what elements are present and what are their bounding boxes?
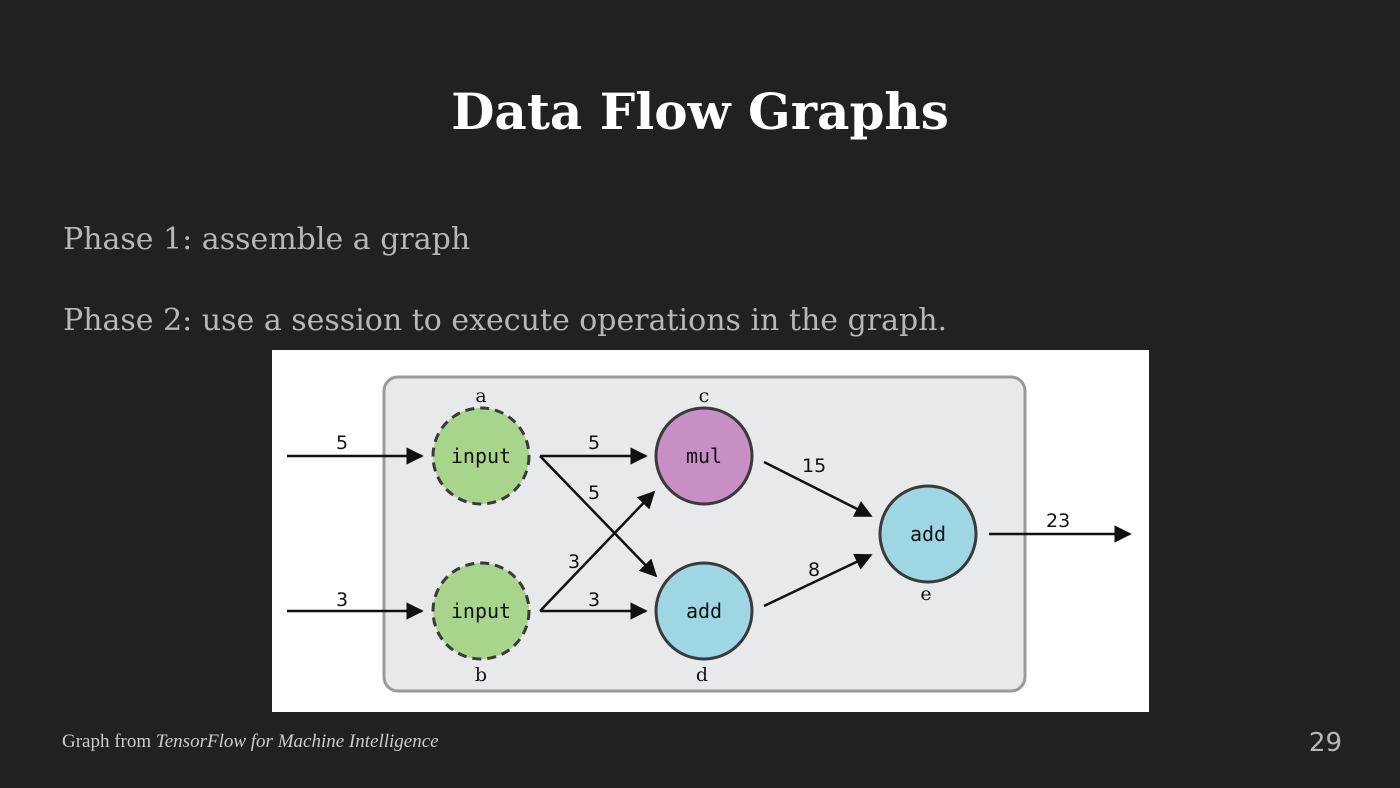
edge-label-b-d: 3 bbox=[588, 589, 600, 611]
edge-label-a-c: 5 bbox=[588, 432, 600, 454]
dataflow-graph-figure: 5 3 5 5 3 3 15 8 23 input input mul add … bbox=[272, 350, 1149, 712]
node-a-op: input bbox=[451, 444, 511, 468]
edge-c-to-e bbox=[763, 460, 873, 518]
node-e-op: add bbox=[910, 522, 946, 546]
bullet-phase-2: Phase 2: use a session to execute operat… bbox=[63, 303, 948, 338]
edge-b-to-c bbox=[539, 490, 656, 612]
node-d-label: d bbox=[696, 664, 708, 686]
node-b bbox=[431, 561, 531, 661]
node-a bbox=[431, 406, 531, 506]
node-d-op: add bbox=[686, 599, 722, 623]
bullet-phase-1: Phase 1: assemble a graph bbox=[63, 222, 471, 257]
node-b-label: b bbox=[475, 664, 487, 686]
edge-label-e-output: 23 bbox=[1046, 510, 1070, 532]
node-c-label: c bbox=[699, 385, 710, 407]
node-b-op: input bbox=[451, 599, 511, 623]
figure-caption: Graph from TensorFlow for Machine Intell… bbox=[62, 731, 439, 753]
page-number: 29 bbox=[1308, 728, 1342, 758]
edge-label-a-d: 5 bbox=[588, 482, 600, 504]
node-e bbox=[878, 484, 978, 584]
node-e-label: e bbox=[920, 583, 931, 605]
dataflow-graph: 5 3 5 5 3 3 15 8 23 input input mul add … bbox=[287, 375, 1132, 693]
edge-label-b-c: 3 bbox=[568, 551, 580, 573]
edge-a-to-d bbox=[539, 455, 658, 578]
node-a-label: a bbox=[475, 385, 486, 407]
edge-label-d-e: 8 bbox=[808, 559, 820, 581]
edge-label-c-e: 15 bbox=[802, 455, 826, 477]
node-d bbox=[654, 561, 754, 661]
edge-label-input-a: 5 bbox=[336, 432, 348, 454]
node-c-op: mul bbox=[686, 444, 722, 468]
node-c bbox=[654, 406, 754, 506]
caption-prefix: Graph from bbox=[62, 731, 156, 752]
slide-title: Data Flow Graphs bbox=[451, 82, 949, 141]
edge-d-to-e bbox=[763, 553, 873, 608]
caption-source-title: TensorFlow for Machine Intelligence bbox=[155, 731, 439, 752]
edge-label-input-b: 3 bbox=[336, 589, 348, 611]
